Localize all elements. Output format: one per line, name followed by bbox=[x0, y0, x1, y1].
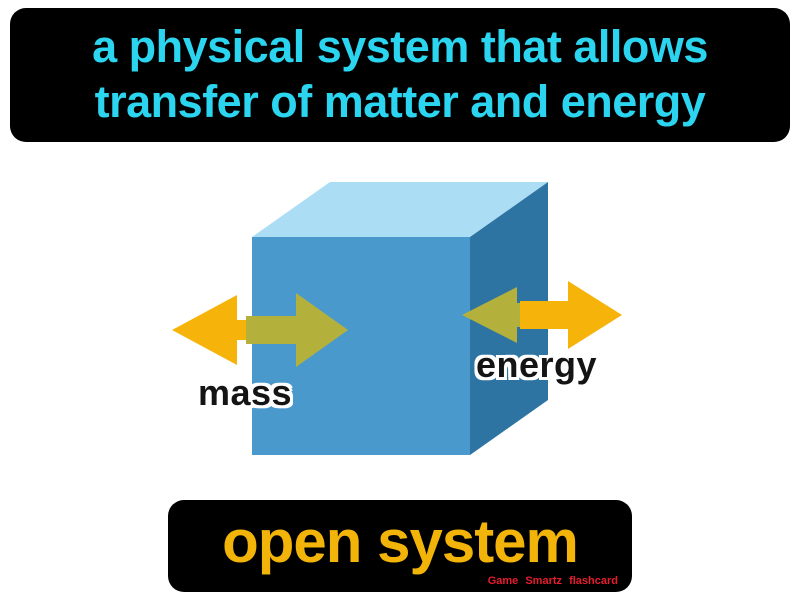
cube-top-face bbox=[252, 182, 548, 237]
energy-in-arrow-head bbox=[462, 287, 517, 343]
mass-label: mass bbox=[198, 372, 293, 413]
term-title: open system bbox=[222, 508, 579, 575]
definition-line-2: transfer of matter and energy bbox=[94, 76, 706, 127]
mass-out-arrow-head bbox=[172, 295, 237, 365]
energy-label: energy bbox=[476, 344, 598, 385]
energy-out-arrow-shaft bbox=[520, 301, 570, 329]
energy-out-arrow-head bbox=[568, 281, 622, 349]
definition-banner: a physical system that allows transfer o… bbox=[10, 8, 790, 142]
cube-front-face bbox=[252, 237, 470, 455]
credit-text: Game Smartz flashcard bbox=[487, 575, 618, 587]
mass-in-arrow-shaft bbox=[246, 316, 298, 344]
open-system-cube-diagram bbox=[172, 182, 622, 455]
mass-in-arrow-head bbox=[296, 293, 348, 367]
definition-line-1: a physical system that allows bbox=[92, 21, 708, 73]
term-banner: open system Game Smartz flashcard bbox=[168, 500, 632, 592]
